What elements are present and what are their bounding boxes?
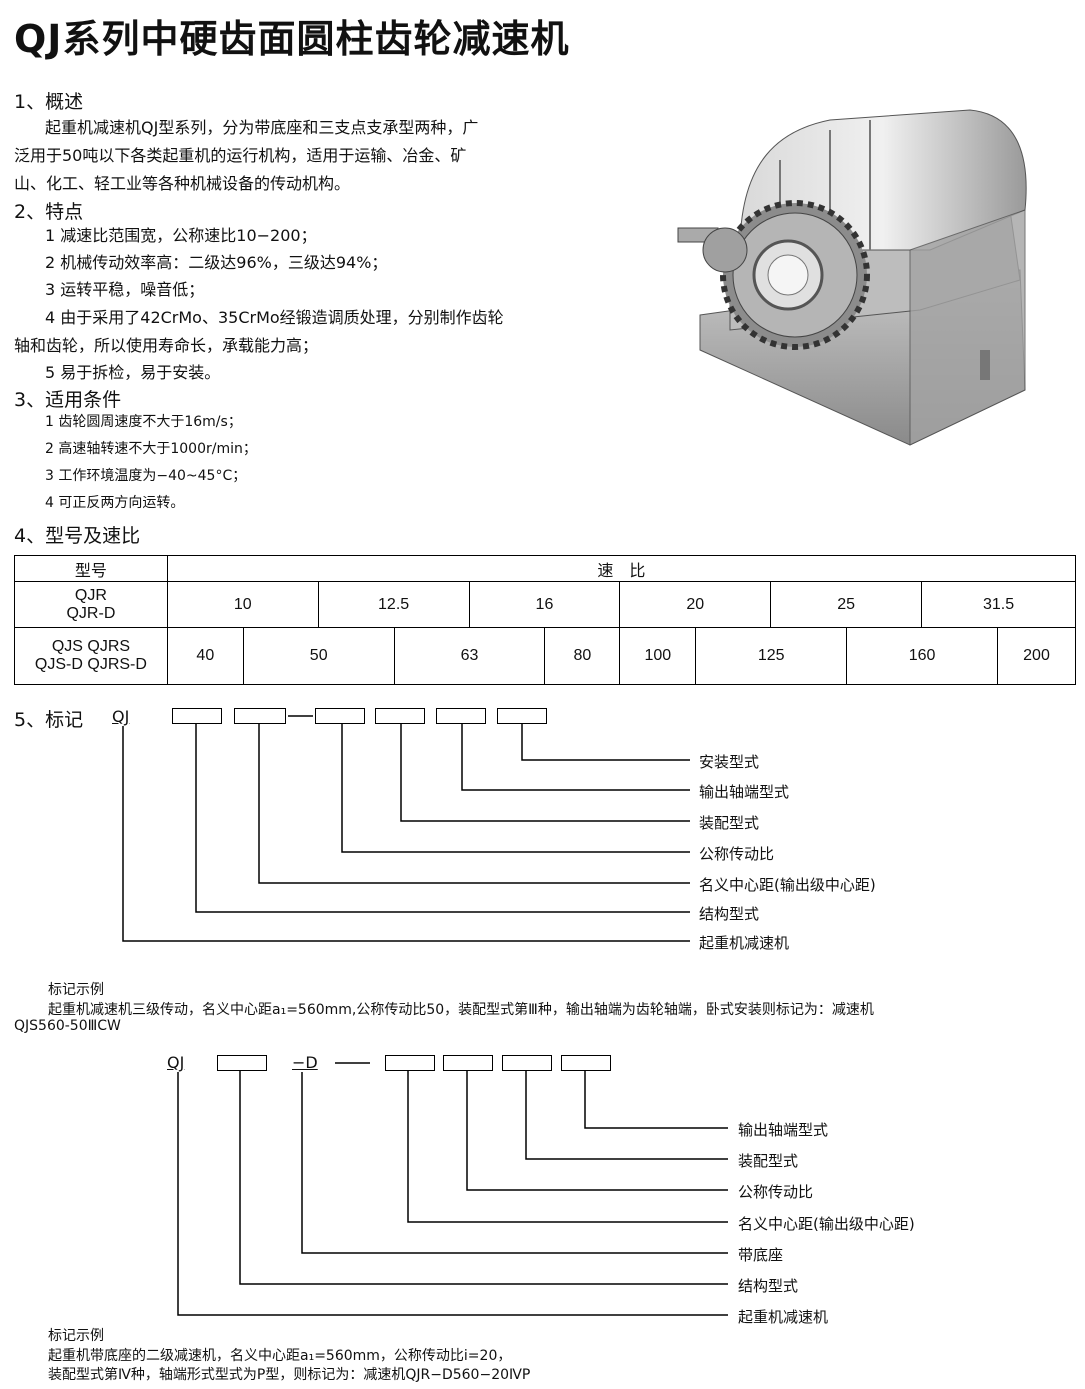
code-slot-box bbox=[443, 1055, 493, 1071]
designation-label: 名义中心距(输出级中心距) bbox=[699, 876, 876, 894]
designation-label: 输出轴端型式 bbox=[699, 783, 790, 801]
example-heading: 标记示例 bbox=[48, 982, 104, 998]
table-cell: 63 bbox=[393, 627, 546, 685]
table-cell: 100 bbox=[619, 627, 697, 685]
condition-item: 2 高速轴转速不大于1000r/min； bbox=[45, 441, 257, 457]
feature-item: 5 易于拆检，易于安装。 bbox=[45, 363, 221, 382]
base-suffix: −D bbox=[292, 1053, 318, 1072]
feature-item: 3 运转平稳，噪音低； bbox=[45, 280, 205, 299]
code-slot-box bbox=[217, 1055, 267, 1071]
code-slot-box bbox=[385, 1055, 435, 1071]
designation-label: 结构型式 bbox=[738, 1277, 799, 1295]
example-text: 装配型式第Ⅳ种，轴端形式型式为P型，则标记为：减速机QJR−D560−20ⅣP bbox=[48, 1367, 531, 1383]
example-text: 起重机带底座的二级减速机，名义中心距a₁=560mm，公称传动比i=20， bbox=[48, 1348, 512, 1364]
designation-label: 公称传动比 bbox=[699, 845, 775, 863]
feature-item: 4 由于采用了42CrMo、35CrMo经锻造调质处理，分别制作齿轮 bbox=[45, 308, 504, 327]
example-text: 起重机减速机三级传动，名义中心距a₁=560mm,公称传动比50，装配型式第Ⅲ种… bbox=[48, 1002, 874, 1018]
table-cell: 80 bbox=[544, 627, 621, 685]
page-title: QJ系列中硬齿面圆柱齿轮减速机 bbox=[14, 17, 570, 61]
designation-label: 名义中心距(输出级中心距) bbox=[738, 1215, 915, 1233]
code-slot-box bbox=[315, 708, 365, 724]
designation-label: 起重机减速机 bbox=[738, 1308, 829, 1326]
designation-label: 输出轴端型式 bbox=[738, 1121, 829, 1139]
code-slot-box bbox=[234, 708, 286, 724]
designation-prefix: QJ bbox=[112, 707, 130, 726]
table-cell: 25 bbox=[770, 581, 923, 628]
code-slot-box bbox=[436, 708, 486, 724]
code-slot-box bbox=[502, 1055, 552, 1071]
table-cell: 50 bbox=[242, 627, 395, 685]
designation-label: 公称传动比 bbox=[738, 1183, 814, 1201]
table-cell: 125 bbox=[695, 627, 848, 685]
example-text: QJS560-50ⅢCW bbox=[14, 1018, 121, 1034]
table-cell: 31.5 bbox=[921, 581, 1076, 628]
designation-label: 带底座 bbox=[738, 1246, 784, 1264]
code-slot-box bbox=[172, 708, 222, 724]
code-slot-box bbox=[497, 708, 547, 724]
designation-prefix: QJ bbox=[167, 1053, 185, 1072]
feature-item: 1 减速比范围宽，公称速比10−200； bbox=[45, 226, 317, 245]
section-4-heading: 4、型号及速比 bbox=[14, 525, 141, 547]
code-slot-box bbox=[561, 1055, 611, 1071]
code-slot-box bbox=[375, 708, 425, 724]
gear-reducer-image bbox=[677, 109, 1027, 446]
condition-item: 4 可正反两方向运转。 bbox=[45, 495, 185, 511]
table-cell: 160 bbox=[846, 627, 998, 685]
section-3-heading: 3、适用条件 bbox=[14, 389, 122, 411]
designation-label: 装配型式 bbox=[738, 1152, 799, 1170]
table-cell: 20 bbox=[619, 581, 772, 628]
feature-item: 2 机械传动效率高：二级达96%，三级达94%； bbox=[45, 253, 388, 272]
section-1-heading: 1、概述 bbox=[14, 91, 84, 113]
section-1-line: 起重机减速机QJ型系列，分为带底座和三支点支承型两种，广 bbox=[45, 118, 479, 137]
table-cell: 40 bbox=[166, 627, 244, 685]
section-1-line: 泛用于50吨以下各类起重机的运行机构，适用于运输、冶金、矿 bbox=[14, 146, 467, 165]
table-header-row: 型号 速 比 bbox=[14, 555, 1077, 582]
designation-label: 装配型式 bbox=[699, 814, 760, 832]
feature-item: 轴和齿轮，所以使用寿命长，承载能力高； bbox=[14, 336, 319, 355]
condition-item: 1 齿轮圆周速度不大于16m/s； bbox=[45, 414, 242, 430]
condition-item: 3 工作环境温度为−40~45°C； bbox=[45, 468, 247, 484]
table-cell: 200 bbox=[996, 627, 1077, 685]
example-heading: 标记示例 bbox=[48, 1328, 104, 1344]
section-1-line: 山、化工、轻工业等各种机械设备的传动机构。 bbox=[14, 174, 351, 193]
designation-label: 安装型式 bbox=[699, 753, 760, 771]
section-5-heading: 5、标记 bbox=[14, 709, 84, 731]
section-2-heading: 2、特点 bbox=[14, 201, 84, 223]
designation-label: 起重机减速机 bbox=[699, 934, 790, 952]
designation-label: 结构型式 bbox=[699, 905, 760, 923]
